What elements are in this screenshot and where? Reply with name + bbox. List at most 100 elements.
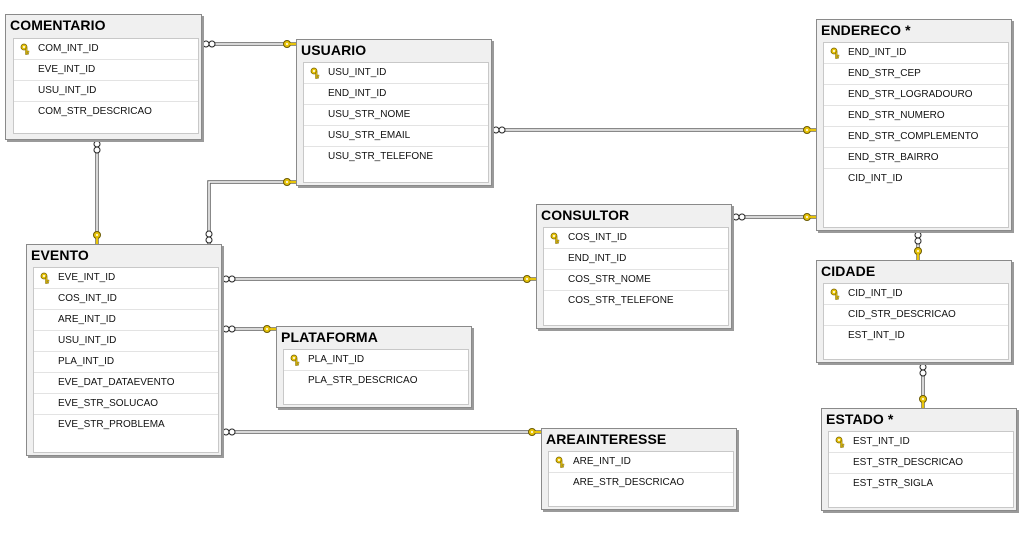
field-list: PLA_INT_ID PLA_STR_DESCRICAO [283, 349, 469, 405]
table-title: COMENTARIO [10, 17, 106, 33]
relationship-evento-consultor[interactable] [222, 275, 536, 283]
relationship-consultor-endereco[interactable] [732, 213, 816, 221]
field-name: USU_INT_ID [58, 335, 117, 346]
field-name: END_INT_ID [328, 88, 387, 99]
field-row[interactable]: ARE_INT_ID [34, 310, 218, 331]
table-consultor[interactable]: CONSULTOR COS_INT_ID END_INT_ID COS_STR_NO… [536, 204, 732, 329]
field-name: ARE_INT_ID [58, 314, 116, 325]
field-name: USU_INT_ID [38, 85, 97, 96]
field-row[interactable]: COS_STR_TELEFONE [544, 291, 728, 311]
field-row[interactable]: CID_STR_DESCRICAO [824, 305, 1008, 326]
field-row[interactable]: EVE_STR_PROBLEMA [34, 415, 218, 435]
relationship-cidade-estado[interactable] [919, 363, 927, 408]
key-icon [20, 43, 30, 55]
relationship-evento-plataforma[interactable] [222, 325, 276, 333]
infinity-icon [919, 363, 927, 377]
field-row[interactable]: CID_INT_ID [824, 284, 1008, 305]
field-row[interactable]: COM_STR_DESCRICAO [14, 102, 198, 122]
field-row[interactable]: END_STR_BAIRRO [824, 148, 1008, 169]
field-row[interactable]: PLA_INT_ID [34, 352, 218, 373]
key-icon [550, 232, 560, 244]
relationship-endereco-cidade[interactable] [914, 231, 922, 260]
field-row[interactable]: EVE_INT_ID [14, 60, 198, 81]
field-row[interactable]: EVE_INT_ID [34, 268, 218, 289]
field-row[interactable]: ARE_STR_DESCRICAO [549, 473, 733, 493]
key-icon [283, 40, 296, 48]
field-row[interactable]: END_INT_ID [304, 84, 488, 105]
field-row[interactable]: ARE_INT_ID [549, 452, 733, 473]
field-name: EST_INT_ID [853, 436, 910, 447]
field-row[interactable]: END_INT_ID [824, 43, 1008, 64]
key-icon [283, 178, 296, 186]
relationship-evento-usuario[interactable] [205, 178, 296, 245]
field-name: PLA_STR_DESCRICAO [308, 375, 418, 386]
field-row[interactable]: USU_STR_NOME [304, 105, 488, 126]
table-comentario[interactable]: COMENTARIO COM_INT_ID EVE_INT_ID USU_INT_I… [5, 14, 202, 140]
key-icon [263, 325, 276, 333]
field-row[interactable]: USU_INT_ID [304, 63, 488, 84]
field-name: END_INT_ID [848, 47, 907, 58]
key-icon [310, 67, 320, 79]
relationship-comentario-evento[interactable] [93, 140, 101, 244]
key-icon [40, 272, 50, 284]
field-row[interactable]: USU_INT_ID [14, 81, 198, 102]
field-name: END_INT_ID [568, 253, 627, 264]
field-row[interactable]: EST_STR_DESCRICAO [829, 453, 1013, 474]
field-name: ARE_INT_ID [573, 456, 631, 467]
field-name: CID_STR_DESCRICAO [848, 309, 956, 320]
field-name: ARE_STR_DESCRICAO [573, 477, 685, 488]
field-row[interactable]: USU_INT_ID [34, 331, 218, 352]
field-row[interactable]: EVE_DAT_DATAEVENTO [34, 373, 218, 394]
infinity-icon [492, 126, 506, 134]
field-row[interactable]: END_STR_COMPLEMENTO [824, 127, 1008, 148]
field-row[interactable]: END_INT_ID [544, 249, 728, 270]
field-row[interactable]: COM_INT_ID [14, 39, 198, 60]
table-areainteresse[interactable]: AREAINTERESSE ARE_INT_ID ARE_STR_DESCRICA… [541, 428, 737, 510]
field-row[interactable]: COS_INT_ID [34, 289, 218, 310]
table-title: AREAINTERESSE [546, 431, 667, 447]
field-name: END_STR_BAIRRO [848, 152, 939, 163]
relationship-evento-areainteresse[interactable] [222, 428, 541, 436]
field-name: EVE_INT_ID [38, 64, 96, 75]
field-row[interactable]: END_STR_CEP [824, 64, 1008, 85]
key-icon [919, 395, 927, 408]
key-icon [914, 247, 922, 260]
field-row[interactable]: CID_INT_ID [824, 169, 1008, 189]
field-name: PLA_INT_ID [58, 356, 115, 367]
field-row[interactable]: COS_INT_ID [544, 228, 728, 249]
relationship-usuario-endereco[interactable] [492, 126, 816, 134]
relationship-comentario-usuario[interactable] [202, 40, 296, 48]
field-row[interactable]: USU_STR_TELEFONE [304, 147, 488, 167]
table-cidade[interactable]: CIDADE CID_INT_ID CID_STR_DESCRICAO EST_IN… [816, 260, 1012, 363]
field-row[interactable]: COS_STR_NOME [544, 270, 728, 291]
field-row[interactable]: USU_STR_EMAIL [304, 126, 488, 147]
table-title: CONSULTOR [541, 207, 630, 223]
field-name: USU_STR_NOME [328, 109, 411, 120]
field-row[interactable]: END_STR_NUMERO [824, 106, 1008, 127]
field-row[interactable]: EST_INT_ID [829, 432, 1013, 453]
table-title: CIDADE [821, 263, 876, 279]
field-name: COS_STR_NOME [568, 274, 651, 285]
field-row[interactable]: EST_STR_SIGLA [829, 474, 1013, 494]
field-list: CID_INT_ID CID_STR_DESCRICAO EST_INT_ID [823, 283, 1009, 360]
field-name: EST_STR_SIGLA [853, 478, 934, 489]
infinity-icon [202, 40, 216, 48]
field-name: USU_STR_EMAIL [328, 130, 411, 141]
key-icon [835, 436, 845, 448]
field-row[interactable]: END_STR_LOGRADOURO [824, 85, 1008, 106]
infinity-icon [732, 213, 746, 221]
key-icon [830, 288, 840, 300]
field-name: END_STR_CEP [848, 68, 921, 79]
field-row[interactable]: PLA_STR_DESCRICAO [284, 371, 468, 391]
field-row[interactable]: PLA_INT_ID [284, 350, 468, 371]
key-icon [93, 231, 101, 244]
field-name: EST_STR_DESCRICAO [853, 457, 964, 468]
field-row[interactable]: EVE_STR_SOLUCAO [34, 394, 218, 415]
field-row[interactable]: EST_INT_ID [824, 326, 1008, 346]
